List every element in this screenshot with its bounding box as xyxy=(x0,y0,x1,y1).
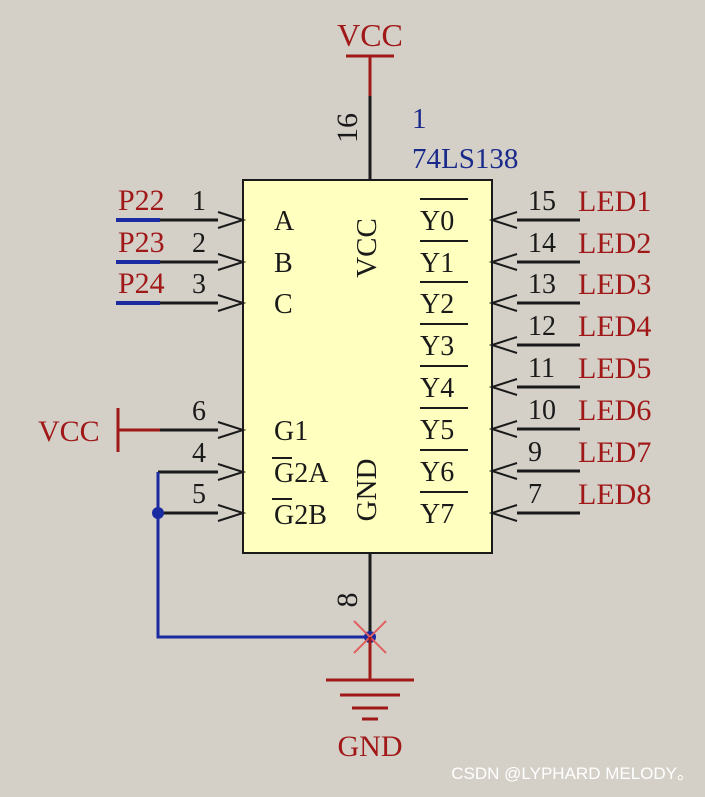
right-pin-15: Y0 15 LED1 xyxy=(420,185,651,237)
left-pin-5: 5 G2B xyxy=(158,479,327,531)
net-label-led7: LED7 xyxy=(578,436,651,469)
net-label-p24: P24 xyxy=(118,267,165,300)
pin-number-1: 1 xyxy=(192,186,206,217)
pin-name-a: A xyxy=(274,206,295,237)
pin-number-15: 15 xyxy=(528,186,556,217)
net-label-p23: P23 xyxy=(118,226,165,259)
top-pin-number: 16 xyxy=(331,113,364,143)
left-pin-2: P23 2 B xyxy=(116,226,293,279)
pin-number-13: 13 xyxy=(528,269,556,300)
pin-name-vcc: VCC xyxy=(351,218,383,278)
pin-number-2: 2 xyxy=(192,228,206,259)
gnd-label: GND xyxy=(338,730,403,763)
part-number-label: 74LS138 xyxy=(412,143,518,175)
designator-label: 1 xyxy=(412,103,427,135)
gnd-symbol: GND xyxy=(326,678,414,763)
right-pin-14: Y1 14 LED2 xyxy=(420,227,651,279)
pin-name-y2: Y2 xyxy=(420,289,454,320)
right-pin-7: Y7 7 LED8 xyxy=(420,478,651,530)
pin-number-5: 5 xyxy=(192,479,206,510)
pin-number-11: 11 xyxy=(528,353,555,384)
right-pin-9: Y6 9 LED7 xyxy=(420,436,651,488)
pin-name-y7: Y7 xyxy=(420,499,454,530)
pin-number-3: 3 xyxy=(192,269,206,300)
pin-name-y5: Y5 xyxy=(420,415,454,446)
pin-number-14: 14 xyxy=(528,228,556,259)
right-pin-13: Y2 13 LED3 xyxy=(420,268,651,320)
net-label-led1: LED1 xyxy=(578,185,651,218)
pin-number-10: 10 xyxy=(528,395,556,426)
right-pin-10: Y5 10 LED6 xyxy=(420,394,651,446)
pin-name-y4: Y4 xyxy=(420,373,454,404)
net-label-led4: LED4 xyxy=(578,310,651,343)
net-label-led5: LED5 xyxy=(578,352,651,385)
vcc-power-symbol-top: VCC xyxy=(337,17,403,96)
pin-number-12: 12 xyxy=(528,311,556,342)
pin-number-9: 9 xyxy=(528,437,542,468)
pin-name-y0: Y0 xyxy=(420,206,454,237)
bottom-pin-number: 8 xyxy=(331,593,364,608)
pin-name-gnd: GND xyxy=(351,459,383,522)
net-label-led8: LED8 xyxy=(578,478,651,511)
pin-name-g1: G1 xyxy=(274,416,308,447)
net-label-led6: LED6 xyxy=(578,394,651,427)
pin-name-c: C xyxy=(274,289,293,320)
pin-name-y6: Y6 xyxy=(420,457,454,488)
left-pin-1: P22 1 A xyxy=(116,184,295,237)
watermark-text: CSDN @LYPHARD MELODY。 xyxy=(451,764,694,783)
pin-number-7: 7 xyxy=(528,479,542,510)
g2-ground-wire xyxy=(156,472,370,639)
net-label-p22: P22 xyxy=(118,184,165,217)
left-pin-6: VCC 6 G1 xyxy=(38,396,308,452)
pin-name-y1: Y1 xyxy=(420,248,454,279)
pin-number-6: 6 xyxy=(192,396,206,427)
left-pin-4: 4 G2A xyxy=(158,438,329,489)
net-label-led2: LED2 xyxy=(578,227,651,260)
net-label-led3: LED3 xyxy=(578,268,651,301)
pin-number-4: 4 xyxy=(192,438,206,469)
pin-name-b: B xyxy=(274,248,293,279)
right-pin-12: Y3 12 LED4 xyxy=(420,310,651,362)
left-pin-3: P24 3 C xyxy=(116,267,293,320)
vcc-label-top: VCC xyxy=(337,17,403,53)
pin-name-g2a: G2A xyxy=(274,458,329,489)
pin-name-g2b: G2B xyxy=(274,500,327,531)
vcc-label-g1: VCC xyxy=(38,415,100,448)
pin-name-y3: Y3 xyxy=(420,331,454,362)
junction-dot-g2b xyxy=(152,507,164,519)
right-pin-11: Y4 11 LED5 xyxy=(420,352,651,404)
